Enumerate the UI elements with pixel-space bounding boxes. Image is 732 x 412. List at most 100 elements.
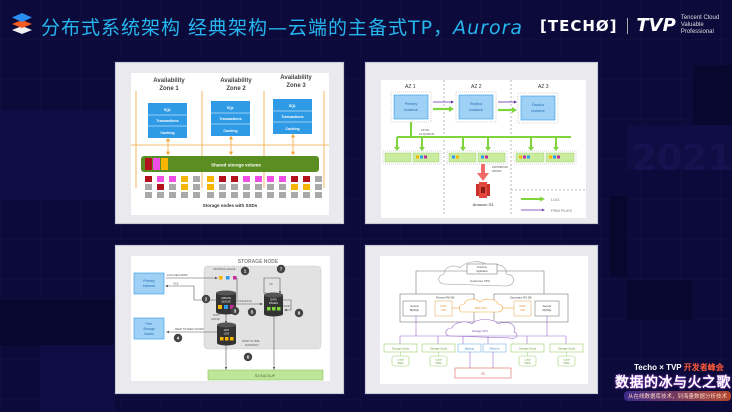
ssd-cell bbox=[279, 192, 286, 198]
customer-application-box bbox=[466, 263, 498, 275]
primary-label: Instance bbox=[143, 284, 156, 288]
replica-label: Replica bbox=[532, 103, 544, 107]
tvp-logo: TVP bbox=[636, 15, 676, 36]
ssd-cell bbox=[231, 176, 238, 182]
rds-label: RDS bbox=[441, 304, 447, 308]
brand-divider bbox=[626, 17, 628, 34]
shared-storage-diagram: Availability Zone 1 Availability Zone 2 … bbox=[131, 73, 329, 215]
brand-logos: [TECHØ] TVP Tencent Cloud Valuable Profe… bbox=[540, 15, 732, 36]
local-ssd-label: SSDs bbox=[563, 362, 570, 365]
hot-log-label: HOT bbox=[224, 328, 230, 332]
update-queue-label: UPDATE bbox=[221, 296, 232, 300]
hot-log-db-icon: HOT LOG bbox=[217, 322, 236, 346]
snapshot-label: POINT IN TIME bbox=[242, 340, 260, 343]
tvp-subtitle-line1: Tencent Cloud bbox=[680, 15, 720, 21]
customer-app-label: Customer bbox=[477, 266, 488, 269]
storage-node-label: Storage Node bbox=[558, 346, 576, 350]
vpc-diagram: Customer Application Customer VPC Primar… bbox=[380, 256, 588, 384]
primary-instance-label: Instance bbox=[404, 108, 418, 112]
log-block bbox=[523, 155, 526, 159]
secondary-db-label: Secondary RO DB bbox=[510, 296, 532, 300]
ssd-cell bbox=[267, 192, 274, 198]
local-ssd-icon bbox=[518, 355, 537, 367]
mysql-label: MySQL bbox=[410, 308, 420, 312]
ssd-cell bbox=[315, 184, 322, 190]
mysql-label: MySQL bbox=[542, 308, 552, 312]
event-badge: Techo × TVP 开发者峰会 数据的冰与火之歌 从在线数据库技术，到海量数… bbox=[612, 358, 732, 412]
s3-backup-label: S3 BACKUP bbox=[255, 374, 276, 378]
async-label: ASYNC bbox=[421, 129, 430, 132]
group-label: GROUP bbox=[211, 318, 221, 321]
storage-segments bbox=[382, 150, 577, 165]
ssd-cell bbox=[231, 184, 238, 190]
event-badge-title: 数据的冰与火之歌 bbox=[615, 375, 731, 391]
ssd-cell bbox=[169, 176, 176, 182]
layer-caching: Caching bbox=[160, 131, 174, 135]
zone1-subtitle: Zone 1 bbox=[159, 86, 179, 92]
peer-label: Storage bbox=[143, 327, 155, 331]
layer-transactions: Transactions bbox=[156, 119, 178, 123]
ssd-cell bbox=[181, 192, 188, 198]
zone3-subtitle: Zone 3 bbox=[286, 83, 306, 89]
legend-frm-files: FRM FILES bbox=[551, 208, 572, 213]
rds-hm-secondary bbox=[513, 300, 532, 317]
bg-tile bbox=[693, 65, 732, 125]
storage-nodes-label: Storage nodes with SSDs bbox=[203, 203, 258, 208]
bg-tile bbox=[0, 110, 40, 200]
ssd-grid bbox=[145, 176, 322, 198]
hm-label: HM bbox=[520, 308, 525, 312]
log-block bbox=[549, 155, 552, 159]
step-number: 2 bbox=[205, 297, 208, 302]
zone1-title: Availability bbox=[153, 78, 185, 84]
primary-label: Primary bbox=[143, 279, 155, 283]
ssd-cell bbox=[145, 184, 152, 190]
step-number: 8 bbox=[298, 311, 301, 316]
ssd-cell bbox=[219, 176, 226, 182]
zone2-subtitle: Zone 2 bbox=[226, 86, 246, 92]
step-circle bbox=[247, 307, 257, 317]
writes-label: WRITES bbox=[492, 170, 502, 173]
ssd-cell bbox=[243, 176, 250, 182]
tvp-subtitle: Tencent Cloud Valuable Professional bbox=[681, 15, 732, 36]
bg-tile bbox=[627, 125, 732, 170]
az3-label: AZ 3 bbox=[538, 84, 549, 90]
bg-tile bbox=[0, 300, 115, 345]
aurora-mysql-primary bbox=[402, 300, 427, 317]
zone2-stack: SQL Transactions Caching bbox=[211, 101, 250, 136]
ssd-cell bbox=[303, 176, 310, 182]
header: 分布式系统架构 经典架构—云端的主备式TP，Aurora [TECHØ] TVP… bbox=[0, 0, 732, 48]
ssd-cell bbox=[255, 176, 262, 182]
step-number: 5 bbox=[251, 310, 254, 315]
step-circle bbox=[201, 294, 211, 304]
layer-transactions: Transactions bbox=[219, 117, 241, 121]
ssd-cell bbox=[267, 176, 274, 182]
replica-instance-az2 bbox=[458, 94, 494, 120]
replica-label: Instance bbox=[469, 108, 483, 112]
ssd-cell bbox=[291, 192, 298, 198]
local-ssd-label: SSDs bbox=[397, 362, 404, 365]
bg-tile bbox=[40, 110, 115, 200]
amazon-s3-label: Amazon S3 bbox=[473, 202, 494, 207]
restore-label: Restore bbox=[490, 346, 500, 350]
page-title: 分布式系统架构 经典架构—云端的主备式TP，Aurora bbox=[41, 13, 523, 40]
bg-tile bbox=[40, 345, 115, 412]
ssd-cell bbox=[279, 184, 286, 190]
ssd-cell bbox=[207, 192, 214, 198]
update-queue-db-icon: UPDATE QUEUE bbox=[216, 290, 236, 315]
primary-instance-label: Primary bbox=[405, 102, 418, 106]
data-pages-label: DATA bbox=[270, 298, 277, 302]
restore-box bbox=[482, 343, 507, 353]
log-block bbox=[456, 155, 459, 159]
ssd-cell bbox=[303, 184, 310, 190]
storage-segment bbox=[384, 152, 412, 163]
ssd-cell bbox=[157, 176, 164, 182]
ssd-cell bbox=[207, 184, 214, 190]
step-circle bbox=[240, 266, 250, 276]
step-number: 1 bbox=[244, 269, 247, 274]
ssd-cell bbox=[255, 184, 262, 190]
replica-instance-az3 bbox=[520, 95, 556, 121]
amazon-s3-icon bbox=[476, 182, 490, 198]
local-ssd-label: Local bbox=[564, 359, 570, 362]
